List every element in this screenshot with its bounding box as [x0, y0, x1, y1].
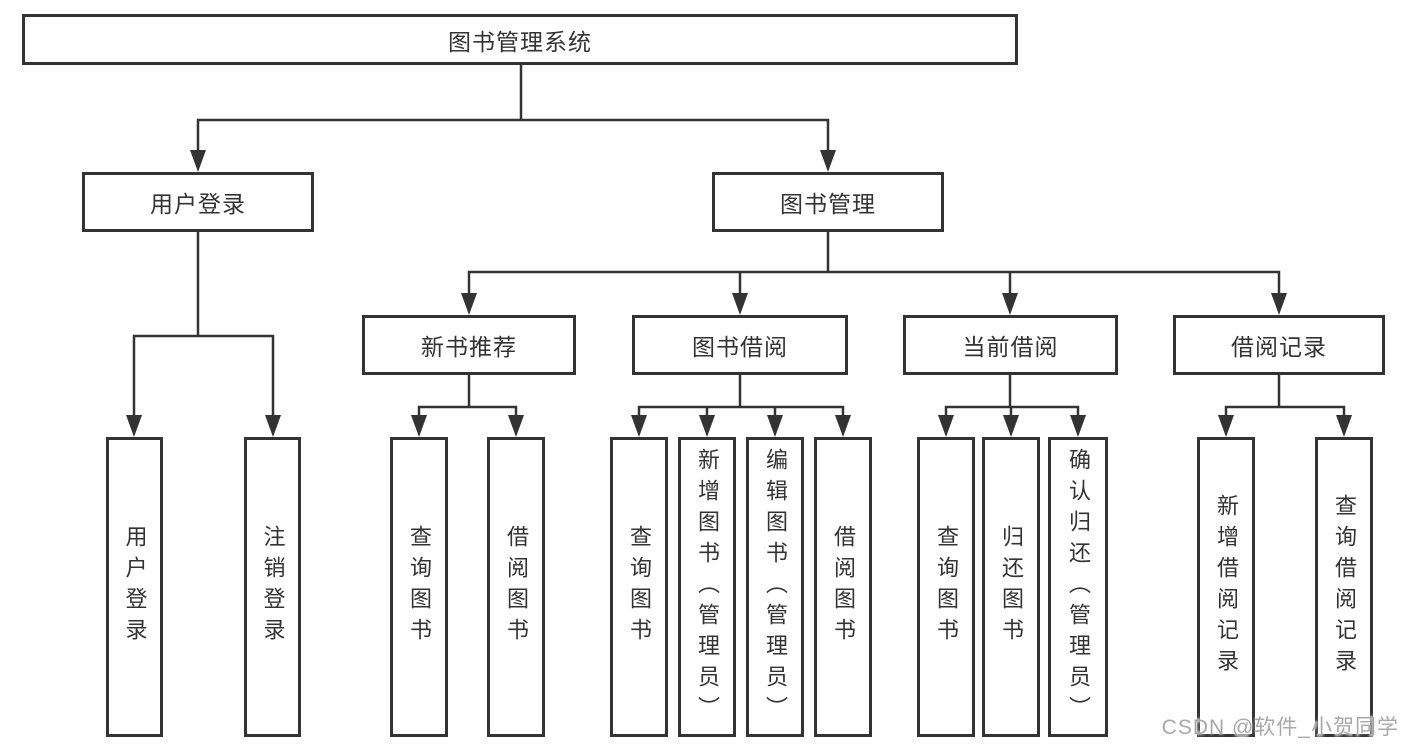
node-label: 查询图书 — [934, 525, 959, 649]
node-new-book-recommend: 新书推荐 — [362, 315, 576, 375]
node-leaf-query-borrow-record: 查询借阅记录 — [1315, 437, 1373, 737]
node-leaf-query-books-a: 查询图书 — [390, 437, 448, 737]
node-label: 确认归还（管理员） — [1066, 447, 1091, 727]
node-label: 归还图书 — [999, 525, 1024, 649]
node-label: 借阅记录 — [1231, 334, 1327, 360]
node-leaf-user-login: 用户登录 — [106, 437, 163, 737]
node-label: 新增借阅记录 — [1214, 494, 1239, 680]
node-current-borrowing: 当前借阅 — [903, 315, 1118, 375]
node-root: 图书管理系统 — [22, 14, 1018, 65]
node-label: 查询图书 — [627, 525, 652, 649]
node-label: 图书借阅 — [692, 334, 788, 360]
node-borrowing-records: 借阅记录 — [1173, 315, 1385, 375]
node-label: 新增图书（管理员） — [695, 447, 720, 727]
node-label: 注销登录 — [260, 525, 286, 649]
node-leaf-query-books-c: 查询图书 — [917, 437, 975, 737]
node-label: 查询借阅记录 — [1332, 494, 1357, 680]
node-leaf-add-borrow-record: 新增借阅记录 — [1197, 437, 1255, 737]
node-label: 图书管理系统 — [448, 28, 592, 55]
node-leaf-borrow-books-b: 借阅图书 — [814, 437, 872, 737]
node-label: 当前借阅 — [962, 334, 1059, 360]
node-book-management: 图书管理 — [712, 172, 944, 232]
node-leaf-return-books: 归还图书 — [982, 437, 1040, 737]
node-book-borrowing: 图书借阅 — [632, 315, 848, 375]
node-leaf-add-books-admin: 新增图书（管理员） — [678, 437, 736, 737]
node-leaf-borrow-books-a: 借阅图书 — [487, 437, 545, 737]
node-label: 编辑图书（管理员） — [763, 447, 788, 727]
node-label: 借阅图书 — [831, 525, 856, 649]
node-label: 用户登录 — [150, 191, 246, 217]
node-leaf-confirm-return-admin: 确认归还（管理员） — [1048, 437, 1108, 737]
watermark-text: CSDN @软件_小贺同学 — [1161, 716, 1399, 739]
node-label: 新书推荐 — [421, 334, 517, 360]
node-user-login: 用户登录 — [82, 172, 314, 232]
node-label: 图书管理 — [780, 191, 876, 217]
node-label: 查询图书 — [407, 525, 432, 649]
node-leaf-logout-login: 注销登录 — [244, 437, 301, 737]
node-label: 借阅图书 — [504, 525, 529, 649]
node-leaf-edit-books-admin: 编辑图书（管理员） — [746, 437, 804, 737]
node-leaf-query-books-b: 查询图书 — [610, 437, 668, 737]
node-label: 用户登录 — [122, 525, 148, 649]
